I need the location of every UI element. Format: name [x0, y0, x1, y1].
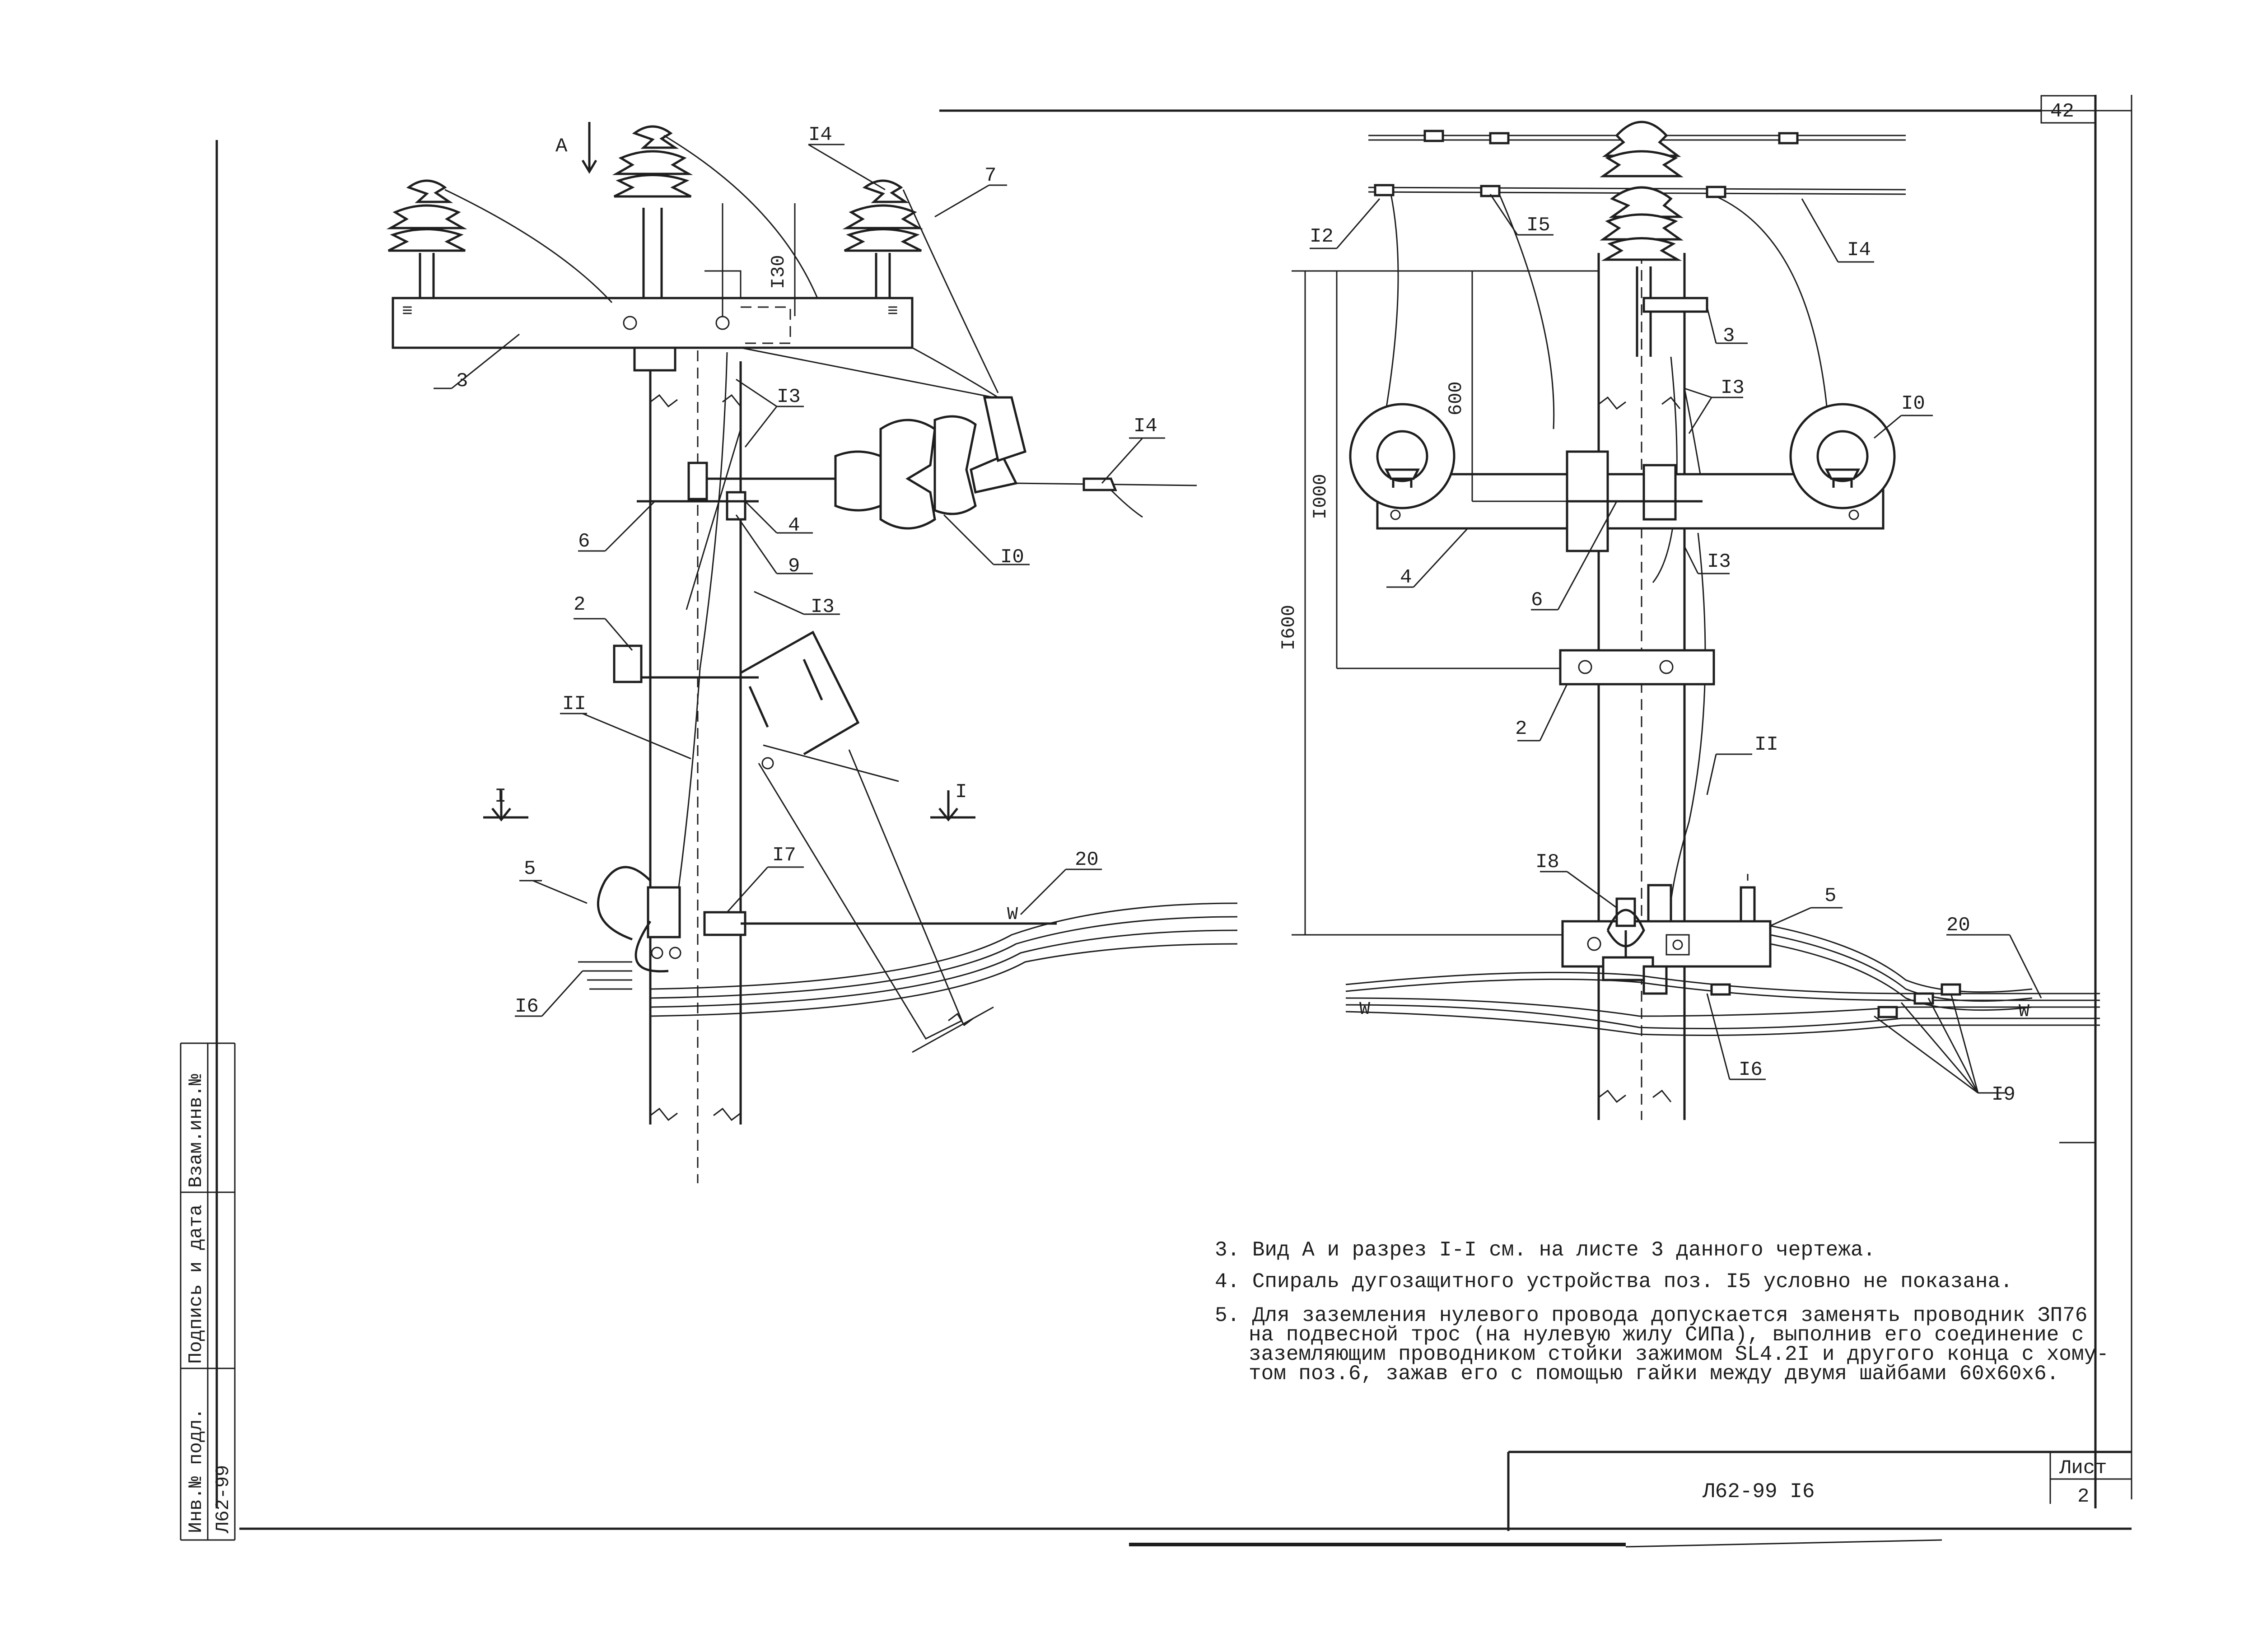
left-view: ≡ ≡: [386, 122, 1238, 1183]
note-5-line-3: заземляющим проводником стойки зажимом S…: [1249, 1343, 2109, 1366]
callout-r11: II: [1754, 733, 1778, 756]
strain-insulator: [698, 396, 1197, 530]
doc-code: Л62-99 I6: [1702, 1480, 1815, 1503]
vzam-label: Взам.инв.№: [185, 1074, 207, 1188]
callout-r18: I8: [1535, 851, 1559, 873]
sheet-label: Лист: [2059, 1457, 2107, 1479]
callout-r6: 6: [1531, 589, 1543, 611]
callout-13-b: I3: [811, 596, 835, 618]
cable-break-mark: W: [1007, 905, 1018, 925]
section-marker-left: I: [495, 785, 506, 808]
callout-r13-a: I3: [1721, 377, 1745, 399]
callout-r13-b: I3: [1707, 551, 1731, 573]
sheet-value: 2: [2077, 1485, 2089, 1508]
callout-r4: 4: [1400, 566, 1412, 589]
callout-16: I6: [515, 995, 539, 1018]
left-callouts: 3 7 I4 I4 I3 I3 6 4 9: [434, 124, 1165, 1018]
callout-r12: I2: [1310, 225, 1334, 248]
callout-14-right: I4: [1134, 415, 1157, 438]
notes: 3. Вид А и разрез I-I см. на листе 3 дан…: [1215, 1238, 2109, 1386]
spool-left: [1349, 403, 1456, 509]
callout-2: 2: [574, 593, 585, 616]
right-callouts: I2 I5 I4 3 I3 I0 4 6 I3: [1310, 194, 2042, 1106]
callout-6: 6: [578, 530, 590, 553]
sheet-frame: 42: [215, 95, 2132, 1530]
callout-r5: 5: [1824, 885, 1836, 907]
side-stamp: Взам.инв.№ Подпись и дата Инв.№ подл. Л6…: [180, 1042, 236, 1541]
section-marker-right: I: [955, 781, 967, 803]
stamp-code: Л62-99: [212, 1465, 234, 1534]
note-5-line-2: на подвесной трос (на нулевую жилу СИПа)…: [1249, 1323, 2084, 1347]
dimension-1600: I600: [1278, 605, 1300, 650]
note-5-line-4: том поз.6, зажав его с помощью гайки меж…: [1249, 1362, 2059, 1386]
callout-14-top: I4: [808, 124, 832, 146]
dimension-1000: I000: [1310, 474, 1331, 519]
brace-assembly: [740, 630, 994, 1053]
crossarm-mark-right: ≡: [887, 302, 898, 322]
callout-11: II: [562, 693, 586, 715]
callout-17: I7: [772, 844, 796, 867]
callout-9: 9: [788, 555, 800, 578]
dimension-600: 600: [1445, 381, 1467, 415]
callout-r19: I9: [1992, 1083, 2015, 1106]
sheet-number: 42: [2050, 100, 2074, 123]
callout-13-a: I3: [777, 386, 801, 408]
dimension-lines: 600 I000 I600: [1278, 270, 1599, 936]
dimension-130: I30: [768, 255, 789, 289]
callout-3: 3: [456, 370, 468, 392]
callout-r20: 20: [1946, 914, 1970, 937]
title-block: Л62-99 I6 Лист 2: [1129, 1451, 2132, 1548]
callout-10: I0: [1000, 546, 1024, 569]
cable-break-left: W: [1359, 999, 1370, 1020]
pin-insulator-center: [612, 125, 693, 198]
sign-label: Подпись и дата: [185, 1204, 207, 1364]
callout-7: 7: [984, 164, 996, 187]
callout-r16: I6: [1739, 1059, 1763, 1081]
right-view: W W 600 I000 I600 I2 I5: [1278, 121, 2100, 1120]
callout-r2: 2: [1515, 718, 1527, 740]
note-5-line-1: 5. Для заземления нулевого провода допус…: [1215, 1304, 2087, 1327]
grounding-clamp: [578, 866, 1057, 990]
callout-20: 20: [1075, 849, 1099, 871]
callout-5: 5: [524, 858, 536, 880]
callout-4: 4: [788, 514, 800, 537]
note-4: 4. Спираль дугозащитного устройства поз.…: [1215, 1270, 2013, 1293]
callout-r3: 3: [1723, 325, 1735, 347]
pin-insulator-left: [386, 179, 467, 298]
note-3: 3. Вид А и разрез I-I см. на листе 3 дан…: [1215, 1238, 1875, 1262]
spool-right: [1789, 403, 1896, 509]
cable-break-right: W: [2019, 1002, 2029, 1022]
callout-r14: I4: [1847, 239, 1871, 261]
top-pin-insulator: [1600, 121, 1684, 357]
inv-label: Инв.№ подл.: [185, 1408, 207, 1533]
callout-r15: I5: [1526, 214, 1550, 237]
view-marker-a: А: [555, 135, 568, 158]
crossarm-mark-left: ≡: [402, 302, 413, 322]
callout-r10: I0: [1901, 392, 1925, 415]
pin-insulator-right: [842, 179, 924, 298]
